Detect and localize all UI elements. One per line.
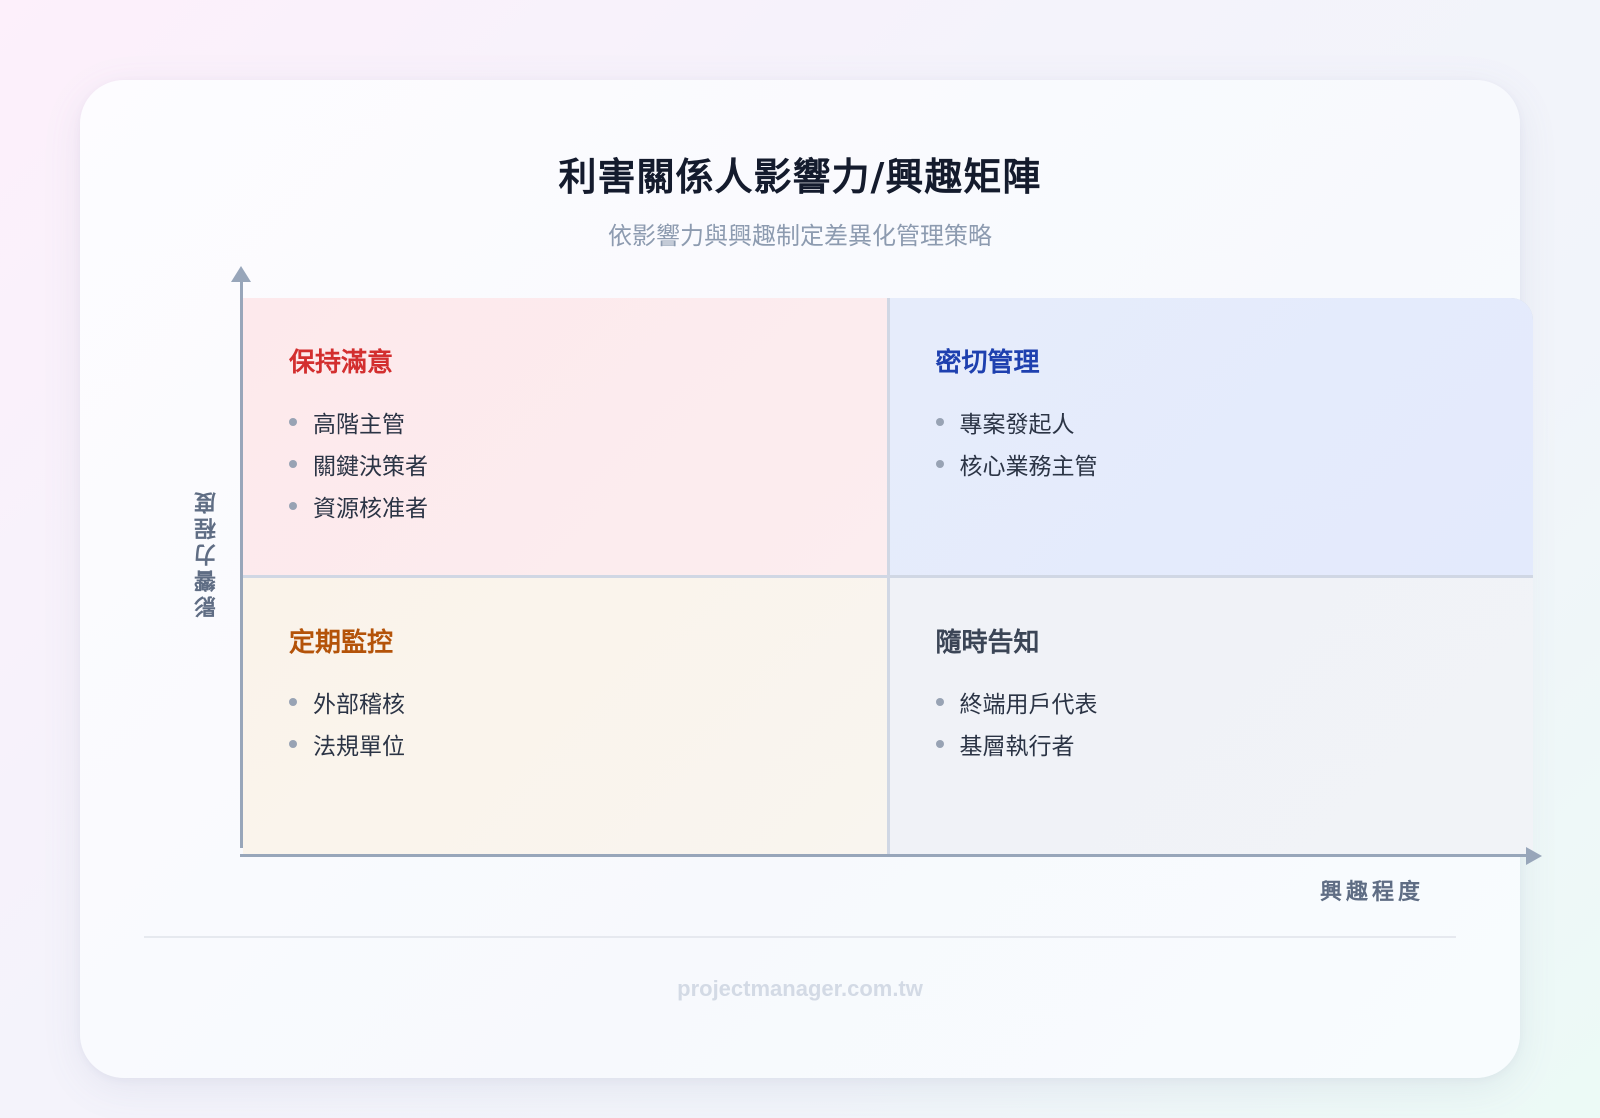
page-subtitle: 依影響力與興趣制定差異化管理策略	[608, 222, 992, 250]
list-item: 資源核准者	[289, 485, 887, 527]
bullet-icon	[935, 418, 944, 426]
list-item-label: 資源核准者	[313, 496, 428, 522]
quadrant-monitor: 定期監控 外部稽核 法規單位	[243, 577, 887, 854]
x-axis-arrow-icon	[1526, 847, 1542, 865]
list-item-label: 高階主管	[313, 412, 405, 438]
x-axis-label: 興趣程度	[1319, 880, 1424, 905]
bullet-icon	[935, 697, 944, 706]
list-item: 關鍵決策者	[289, 443, 887, 485]
bullet-icon	[289, 418, 297, 426]
y-axis-label: 影響力程度	[195, 488, 220, 618]
page-title: 利害關係人影響力/興趣矩陣	[558, 155, 1042, 199]
stakeholder-list: 專案發起人 核心業務主管	[935, 401, 1534, 485]
list-item-label: 關鍵決策者	[313, 454, 428, 480]
list-item: 基層執行者	[935, 723, 1534, 765]
stakeholder-list: 外部稽核 法規單位	[289, 681, 887, 765]
list-item: 外部稽核	[289, 681, 887, 723]
footer-watermark: projectmanager.com.tw	[677, 976, 923, 1001]
list-item-label: 基層執行者	[959, 733, 1075, 760]
quadrant-title: 隨時告知	[935, 627, 1040, 658]
list-item-label: 專案發起人	[959, 412, 1075, 438]
footer-divider	[144, 936, 1456, 938]
list-item-label: 核心業務主管	[959, 454, 1098, 480]
list-item: 核心業務主管	[935, 443, 1534, 485]
x-axis-line	[240, 854, 1530, 857]
stakeholder-list: 高階主管 關鍵決策者 資源核准者	[289, 401, 887, 527]
quadrant-title: 密切管理	[935, 348, 1040, 378]
y-axis-arrow-icon	[231, 266, 251, 282]
list-item-label: 法規單位	[313, 733, 405, 760]
quadrant-title: 保持滿意	[289, 348, 394, 378]
y-axis-line	[240, 278, 243, 848]
list-item: 專案發起人	[935, 401, 1534, 443]
quadrant-manage-closely: 密切管理 專案發起人 核心業務主管	[889, 298, 1534, 575]
quadrant-keep-satisfied: 保持滿意 高階主管 關鍵決策者 資源核准者	[243, 298, 887, 575]
matrix-card: 利害關係人影響力/興趣矩陣 依影響力與興趣制定差異化管理策略 影響力程度 保持滿…	[80, 80, 1542, 1078]
bullet-icon	[289, 739, 297, 748]
list-item: 高階主管	[289, 401, 887, 443]
quadrant-grid: 保持滿意 高階主管 關鍵決策者 資源核准者 密切管理 專案發起人 核心業務主管 …	[243, 298, 1533, 854]
bullet-icon	[289, 460, 297, 468]
bullet-icon	[289, 697, 297, 706]
list-item-label: 終端用戶代表	[959, 691, 1098, 718]
bullet-icon	[935, 460, 944, 468]
list-item-label: 外部稽核	[313, 691, 405, 718]
bullet-icon	[935, 739, 944, 748]
bullet-icon	[289, 502, 297, 510]
list-item: 法規單位	[289, 723, 887, 765]
stakeholder-list: 終端用戶代表 基層執行者	[935, 681, 1534, 765]
quadrant-keep-informed: 隨時告知 終端用戶代表 基層執行者	[889, 577, 1534, 854]
list-item: 終端用戶代表	[935, 681, 1534, 723]
quadrant-title: 定期監控	[289, 627, 394, 658]
